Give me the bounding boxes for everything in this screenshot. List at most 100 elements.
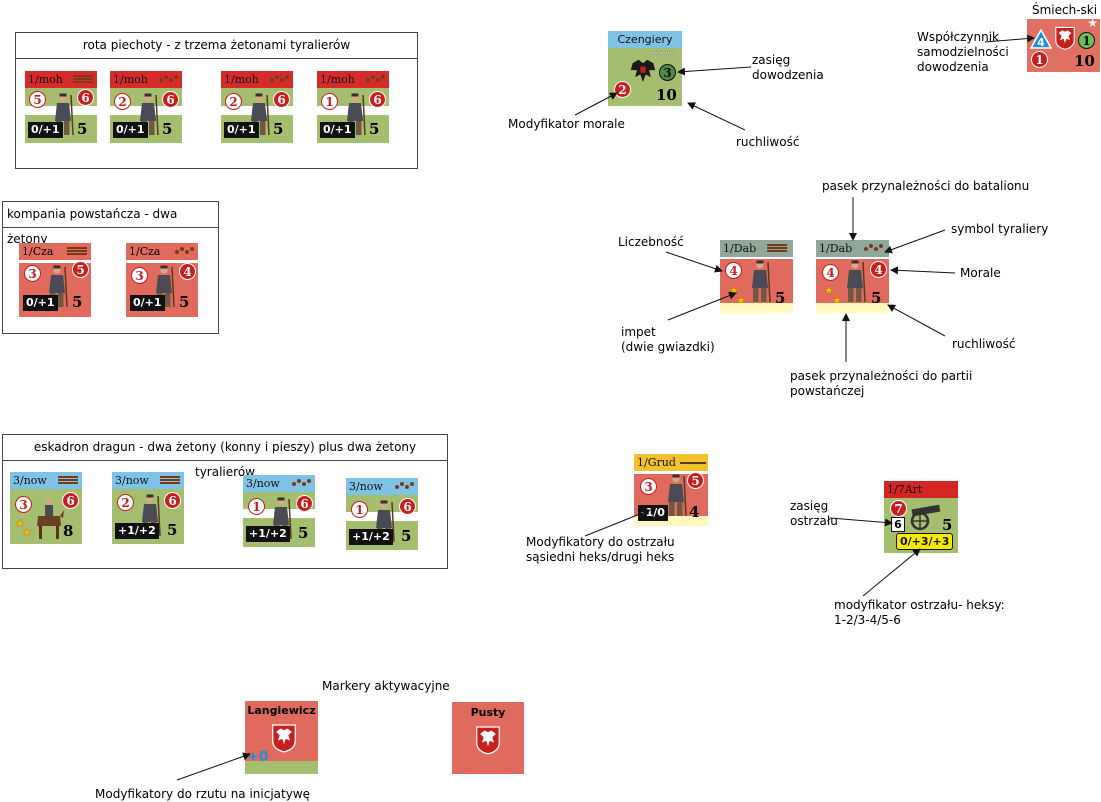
counter-header: 1/Grud: [634, 454, 708, 471]
triangle-value: 4: [1037, 36, 1045, 49]
infantry-counter-3[interactable]: 1/moh 2 6 0/+1 5: [221, 71, 293, 143]
fire-modifier: +1/+2: [349, 529, 393, 545]
fire-modifier: 0/+3/+3: [896, 533, 954, 550]
label-fire-range: zasięg ostrzału: [790, 499, 838, 528]
marker-langiewicz[interactable]: Langiewicz +0: [245, 701, 318, 774]
strength-value: 4: [822, 264, 839, 281]
morale-value: 6: [62, 492, 79, 509]
counter-header: 3/now: [10, 472, 82, 489]
star-icon: ★: [736, 294, 746, 307]
dragoon-counter-3[interactable]: 3/now 1 6 +1/+2 5: [243, 475, 315, 547]
fire-modifier: 0/+1: [113, 122, 148, 138]
star-icon: ★: [832, 294, 842, 307]
infantry-counter-1[interactable]: 1/moh 5 6 0/+1 5: [25, 71, 97, 143]
arrow-range-modifier: [862, 548, 921, 597]
movement-value: 5: [369, 120, 380, 138]
strength-value: 1: [248, 498, 265, 515]
morale-value: 6: [399, 498, 416, 515]
arrow-command-range: [677, 66, 752, 76]
marker-bottom-bar: [245, 761, 318, 774]
strength-value: 3: [131, 267, 148, 284]
header-stripe: [816, 257, 889, 259]
strength-value: 2: [114, 93, 131, 110]
movement-value: 5: [775, 289, 786, 307]
marker-pusty[interactable]: Pusty: [452, 702, 524, 774]
arrow-strength: [665, 251, 723, 273]
counter-header: 1/moh: [110, 71, 182, 88]
dragoon-counter-2[interactable]: 3/now 2 6 +1/+2 5: [112, 472, 184, 544]
movement-value: 5: [167, 521, 178, 539]
leader-counter-czengiery[interactable]: Czengiery ☆☆ 3 2 10: [608, 31, 682, 106]
insurgent-counter-2[interactable]: 1/Cza 3 4 0/+1 5: [126, 243, 198, 317]
unit-id: 3/now: [349, 480, 383, 493]
unit-id: 1/Dab: [723, 242, 757, 255]
fire-modifier: 0/+1: [130, 295, 165, 311]
morale-value: 6: [369, 91, 386, 108]
morale-value: 4: [870, 261, 887, 278]
insurgent-counter-1[interactable]: 1/Cza 3 5 0/+1 5: [19, 243, 91, 317]
header-stripe: [634, 471, 708, 474]
infantry-counter-2[interactable]: 1/moh 2 6 0/+1 5: [110, 71, 182, 143]
fire-modifier: 0/+1: [23, 295, 58, 311]
label-leader-movement: ruchliwość: [736, 135, 800, 149]
strength-value: 4: [725, 262, 742, 279]
strength-value: 2: [117, 494, 134, 511]
label-command-independence: Współczynnik samodzielności dowodzenia: [917, 30, 1009, 74]
dab-counter-2[interactable]: 1/Dab 4 4 ★ ★ 5: [816, 240, 889, 313]
counter-header: 1/Dab: [720, 240, 793, 257]
arrow-fire-modifiers: [584, 508, 651, 537]
dab-counter-1[interactable]: 1/Dab 4 ★ ★ 5: [720, 240, 793, 313]
star-icon: ★: [22, 526, 32, 539]
morale-value: 6: [164, 492, 181, 509]
fire-modifier: 0/+1: [224, 122, 259, 138]
dragoon-counter-1[interactable]: 3/now 3 6 ★ ★ 8: [10, 472, 82, 544]
fire-modifier: +1/+2: [115, 523, 159, 539]
artillery-counter[interactable]: 1/7Art 7 6 5 0/+3/+3: [884, 481, 958, 553]
star-icon: ★: [15, 517, 25, 530]
grud-counter[interactable]: 1/Grud 3 5 -1/0 4: [634, 454, 708, 526]
unit-id: 1/Dab: [819, 242, 853, 255]
counter-header: 1/moh: [25, 71, 97, 88]
arrow-leader-movement: [687, 102, 746, 131]
label-command-range: zasięg dowodzenia: [752, 53, 824, 82]
dragoon-counter-4[interactable]: 3/now 1 6 +1/+2 5: [346, 478, 418, 550]
label-impetus: impet (dwie gwiazdki): [621, 325, 715, 354]
movement-value: 5: [942, 516, 953, 534]
label-morale: Morale: [960, 266, 1001, 280]
unit-id: 3/now: [115, 474, 149, 487]
movement-value: 5: [77, 120, 88, 138]
morale-value: 4: [179, 263, 196, 280]
star-icon: ☆☆: [652, 47, 676, 62]
morale-value: 5: [72, 261, 89, 278]
movement-value: 4: [689, 503, 700, 521]
leader-counter-smiech[interactable]: Śmiech-ski ★ 4 1 1 10: [1027, 2, 1100, 72]
movement-value: 5: [871, 289, 882, 307]
party-bar: [816, 303, 889, 313]
initiative-value: 1: [1078, 32, 1095, 49]
strength-value: 3: [24, 265, 41, 282]
movement-value: 5: [401, 527, 412, 545]
counter-header: Śmiech-ski: [1027, 2, 1100, 19]
label-initiative-modifiers: Modyfikatory do rzutu na inicjatywę: [95, 787, 311, 801]
star-icon: ★: [729, 284, 739, 297]
unit-id: 1/Grud: [637, 456, 676, 469]
markers-title: Markery aktywacyjne: [322, 679, 450, 693]
infantry-counter-4[interactable]: 1/moh 1 6 0/+1 5: [317, 71, 389, 143]
marker-name: Langiewicz: [247, 704, 316, 717]
rifle-icon: [680, 462, 706, 464]
counter-header: 1/Dab: [816, 240, 889, 257]
unit-id: 1/moh: [224, 73, 259, 86]
movement-value: 5: [72, 293, 83, 311]
counter-header: 3/now: [112, 472, 184, 489]
morale-value: 7: [890, 500, 907, 517]
strength-value: 3: [640, 478, 657, 495]
movement-value: 10: [1074, 52, 1095, 70]
label-battalion-bar: pasek przynależności do batalionu: [822, 179, 1030, 193]
header-stripe: [126, 260, 198, 263]
strength-value: 5: [29, 91, 46, 108]
counter-header: 1/moh: [317, 71, 389, 88]
label-morale-modifier: Modyfikator morale: [508, 117, 625, 131]
counter-header: Czengiery: [608, 31, 682, 48]
strength-value: 1: [351, 501, 368, 518]
star-icon: ★: [824, 284, 834, 297]
